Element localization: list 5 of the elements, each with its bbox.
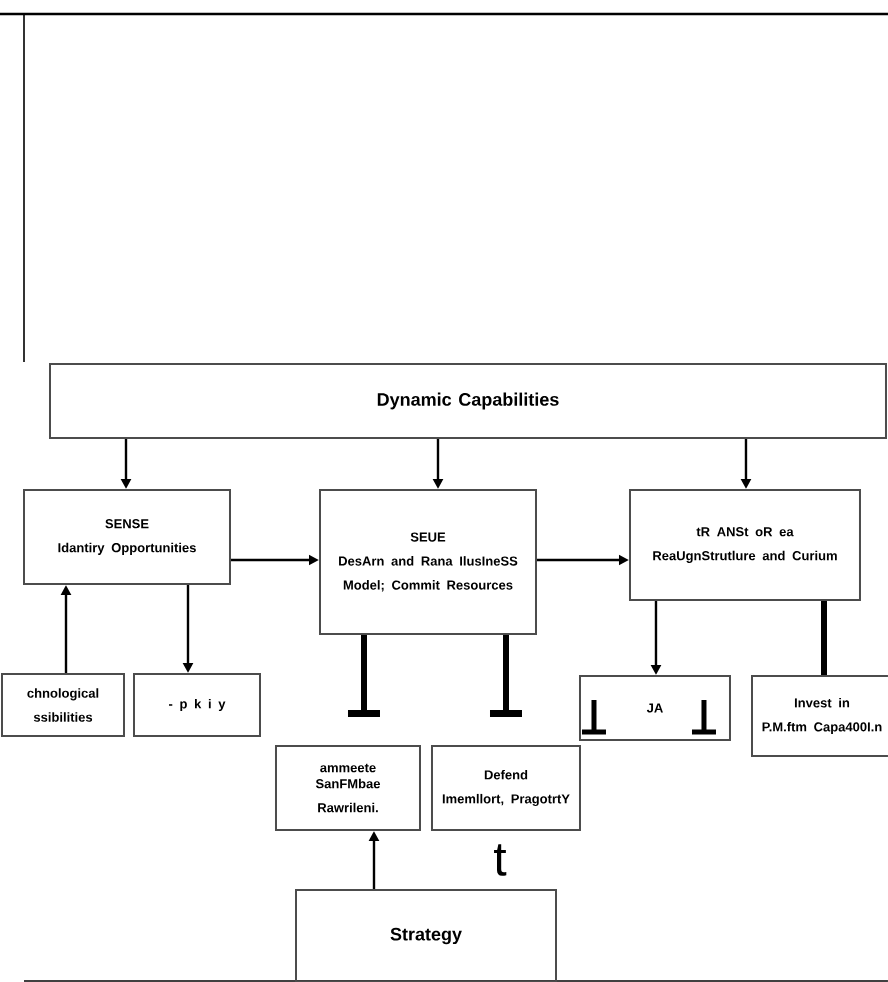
arrow: [348, 635, 380, 717]
strategy-box: Strategy: [295, 889, 557, 982]
note-text: t: [494, 844, 507, 876]
heading-box: Dynamic Capabilities: [49, 363, 887, 439]
arrow: [490, 635, 522, 717]
